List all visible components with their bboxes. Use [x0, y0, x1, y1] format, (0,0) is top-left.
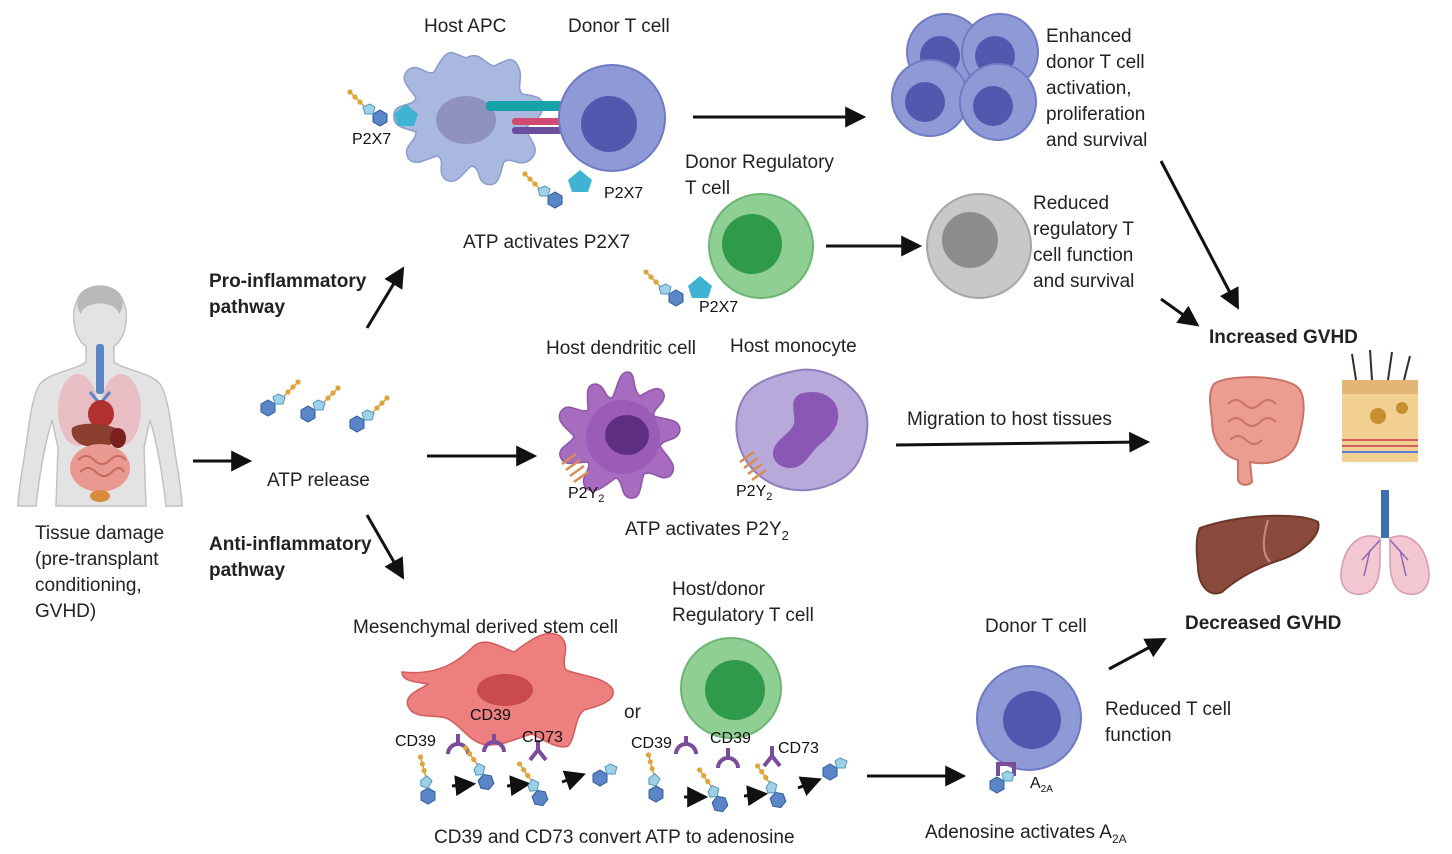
reduced-treg-label-1: Reduced [1033, 193, 1110, 214]
arrows [193, 106, 1239, 808]
p2y2-dc-label: P2Y2 [568, 485, 605, 506]
cd73-label-b: CD73 [778, 740, 819, 757]
reduced-t-cell-label-1: Reduced T cell [1105, 699, 1232, 720]
host-dendritic-cell [558, 371, 681, 499]
cd39-label-b: CD39 [470, 707, 511, 724]
cd39-label-d: CD39 [710, 730, 751, 747]
host-donor-regulatory-t-cell [680, 637, 782, 739]
tissue-damage-label-1: Tissue damage [35, 523, 165, 544]
cd39-label-c: CD39 [631, 735, 672, 752]
reduced-treg-label-4: and survival [1033, 271, 1135, 292]
enhanced-label-1: Enhanced [1046, 26, 1132, 47]
receptor-icon [446, 734, 782, 769]
donor-regulatory-t-cell [708, 193, 814, 299]
decreased-gvhd-label: Decreased GVHD [1185, 613, 1342, 634]
atp-release-label: ATP release [267, 470, 370, 491]
pro-inflammatory-label-1: Pro-inflammatory [209, 271, 367, 292]
donor-treg-label-2: T cell [685, 178, 731, 199]
host-donor-treg-label-1: Host/donor [672, 579, 765, 600]
a2a-label: A2A [1030, 775, 1053, 796]
increased-gvhd-label: Increased GVHD [1209, 327, 1358, 348]
host-dendritic-cell-label: Host dendritic cell [546, 338, 696, 359]
anti-inflammatory-label-2: pathway [209, 560, 286, 581]
enhanced-label-2: donor T cell [1046, 52, 1145, 73]
atp-activates-p2x7-label: ATP activates P2X7 [463, 232, 631, 253]
reduced-t-cell-label-2: function [1105, 725, 1172, 746]
donor-treg-label-1: Donor Regulatory [685, 152, 834, 173]
enhanced-label-4: proliferation [1046, 104, 1146, 125]
host-donor-treg-label-2: Regulatory T cell [672, 605, 814, 626]
cd39-label-a: CD39 [395, 733, 436, 750]
tissue-damage-label-4: GVHD) [35, 601, 97, 622]
enhanced-label-3: activation, [1046, 78, 1132, 99]
donor-t-cell-bottom [976, 665, 1082, 776]
donor-t-cell-bottom-label: Donor T cell [985, 616, 1087, 637]
tissue-damage-label-3: conditioning, [35, 575, 142, 596]
or-label: or [624, 702, 641, 723]
intestine-icon [1209, 376, 1305, 486]
mesenchymal-stem-cell [401, 632, 614, 748]
liver-icon [1195, 514, 1320, 595]
proliferating-t-cells [891, 13, 1039, 141]
host-apc-cell [393, 51, 566, 186]
human-body-icon [17, 285, 183, 507]
p2x7-treg-label: P2X7 [699, 299, 739, 316]
donor-t-cell-top [558, 64, 666, 172]
host-monocyte [735, 368, 869, 492]
atp-activates-p2y2-label: ATP activates P2Y2 [625, 519, 789, 543]
cd73-label-a: CD73 [522, 729, 563, 746]
donor-t-cell-top-label: Donor T cell [568, 16, 670, 37]
pro-inflammatory-label-2: pathway [209, 297, 286, 318]
skin-icon [1342, 349, 1418, 462]
reduced-treg-label-2: regulatory T [1033, 219, 1135, 240]
enhanced-label-5: and survival [1046, 130, 1148, 151]
p2y2-monocyte-label: P2Y2 [736, 483, 773, 504]
p2x7-apc-label: P2X7 [352, 131, 392, 148]
p2x7-tcell-label: P2X7 [604, 185, 644, 202]
migration-label: Migration to host tissues [907, 409, 1112, 430]
host-monocyte-label: Host monocyte [730, 336, 857, 357]
cd39-cd73-convert-label: CD39 and CD73 convert ATP to adenosine [434, 827, 795, 848]
tissue-damage-label-2: (pre-transplant [35, 549, 159, 570]
msc-label: Mesenchymal derived stem cell [353, 617, 619, 638]
host-apc-label: Host APC [424, 16, 507, 37]
reduced-treg-label-3: cell function [1033, 245, 1134, 266]
lungs-icon [1340, 490, 1430, 595]
impaired-regulatory-t-cell [926, 193, 1032, 299]
atp-molecule-icon [260, 378, 391, 433]
receptor-icon [394, 104, 712, 298]
adenosine-activates-label: Adenosine activates A2A [925, 822, 1127, 846]
anti-inflammatory-label-1: Anti-inflammatory [209, 534, 372, 555]
